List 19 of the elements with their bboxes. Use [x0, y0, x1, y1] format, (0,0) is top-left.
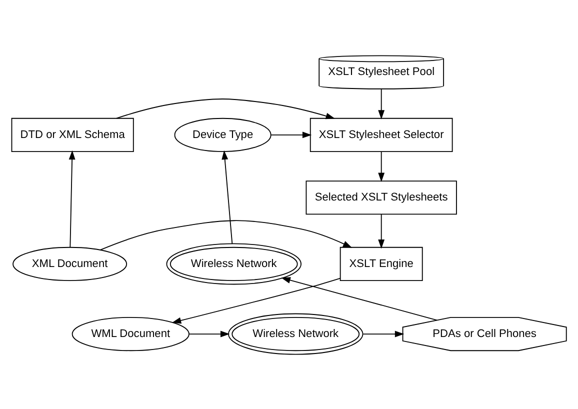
- arrow: [188, 330, 230, 337]
- node-box: XSLT Engine: [340, 246, 423, 281]
- arrow: [270, 131, 312, 138]
- arrow: [378, 214, 385, 248]
- arrow: [362, 330, 404, 337]
- node-box: Selected XSLT Stylesheets: [306, 180, 457, 214]
- node-box: DTD or XML Schema: [11, 117, 134, 152]
- arrow: [281, 276, 438, 320]
- arrow: [172, 277, 341, 324]
- arrow: [116, 98, 336, 119]
- arrow: [378, 88, 385, 119]
- arrow: [222, 150, 233, 244]
- node-box: XSLT Stylesheet Selector: [310, 117, 453, 152]
- node-ellipse: Device Type: [174, 117, 272, 152]
- arrow: [378, 150, 385, 182]
- arrow: [68, 150, 76, 247]
- node-ellipse: Wireless Network: [228, 312, 364, 354]
- arrow: [100, 220, 352, 250]
- node-ellipse: XML Document: [12, 246, 128, 281]
